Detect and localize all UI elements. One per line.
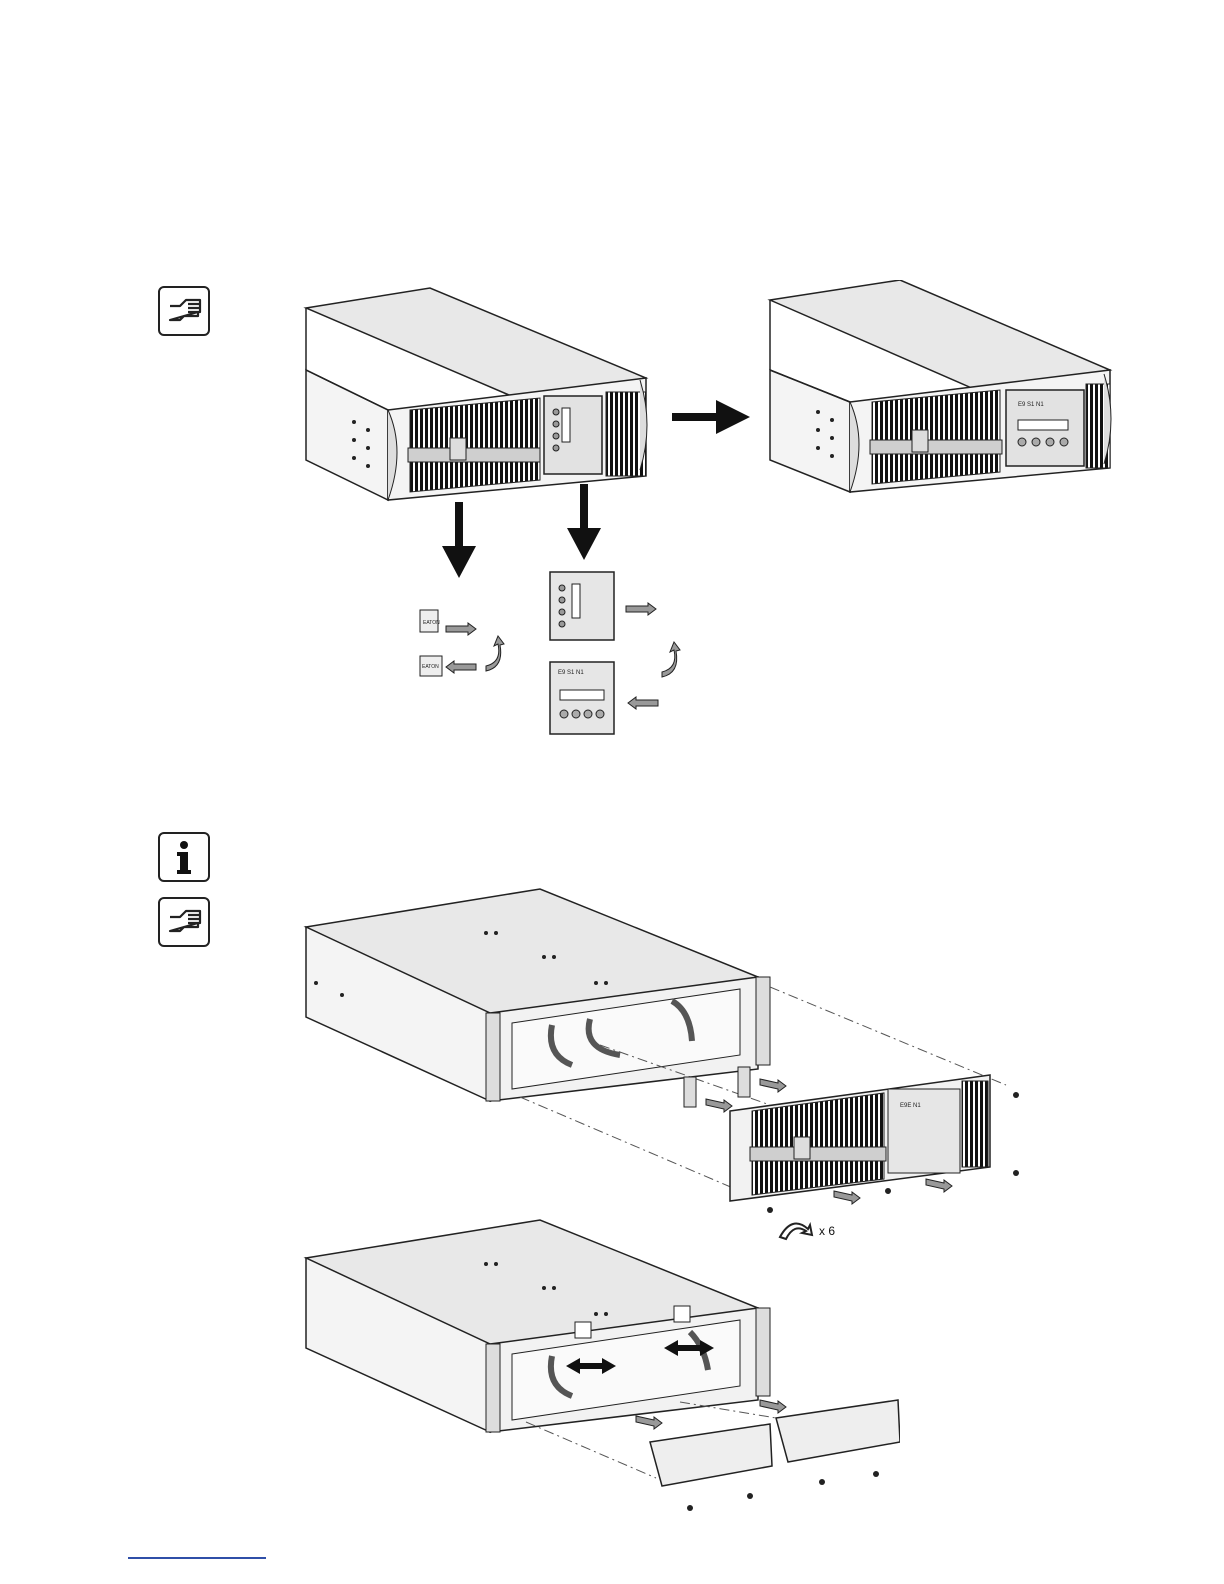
ups-unit-after: E9 S1 N1: [770, 280, 1111, 492]
svg-text:E9 S1 N1: E9 S1 N1: [558, 670, 584, 676]
front-cover-label: E9E N1: [900, 1103, 921, 1109]
rotate-arrow-icon: [662, 642, 680, 677]
arrow-down-icon: [567, 484, 601, 560]
ups-unit-before: [306, 288, 647, 500]
rotate-arrow-icon: [486, 636, 504, 671]
logo-badge-installed: EATON: [420, 656, 476, 676]
svg-text:EATON: EATON: [423, 620, 440, 626]
svg-text:EATON: EATON: [422, 664, 439, 670]
display-panel-new: E9 S1 N1: [550, 662, 658, 734]
figure-display-replacement: E9 S1 N1 EATON EATON: [300, 280, 1120, 750]
logo-badge-removed: EATON: [420, 610, 476, 635]
figure-front-cover-removal: E9E N1 x 6: [300, 885, 1040, 1245]
pointing-hand-icon: [158, 286, 210, 336]
lcd-header-after: E9 S1 N1: [1018, 402, 1044, 408]
footer-rule: [128, 1557, 266, 1559]
front-cover: E9E N1: [730, 1075, 990, 1204]
bottom-bracket: [636, 1400, 900, 1486]
arrow-right-icon: [672, 400, 750, 434]
arrow-down-icon: [442, 502, 476, 578]
pointing-hand-icon: [158, 897, 210, 947]
figure-battery-connection: [300, 1216, 900, 1546]
display-panel-old: [550, 572, 656, 640]
screw-icon: [687, 1471, 879, 1511]
info-icon: [158, 832, 210, 882]
